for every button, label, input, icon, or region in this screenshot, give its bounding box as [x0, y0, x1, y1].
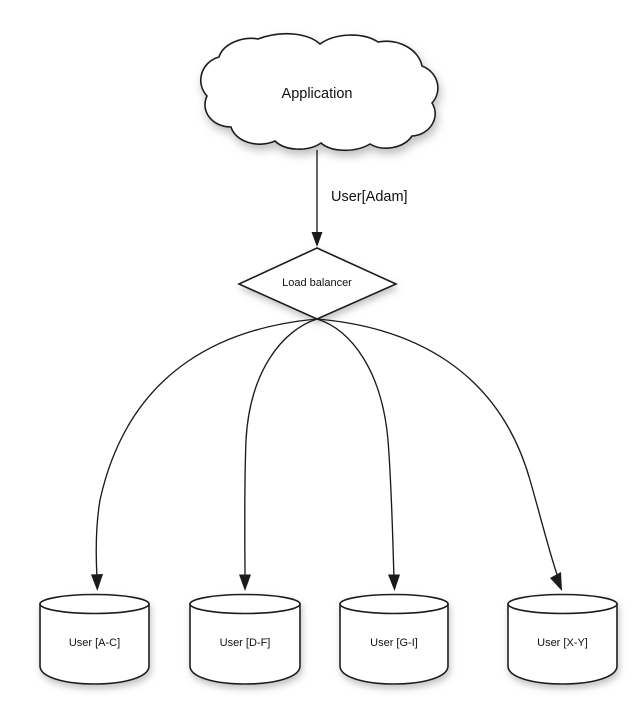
edge-label-user-adam: User[Adam]	[331, 189, 408, 205]
node-load-balancer[interactable]: Load balancer	[237, 247, 398, 320]
node-database-1[interactable]: User [D-F]	[189, 593, 301, 685]
diamond-label: Load balancer	[282, 277, 352, 289]
node-database-0[interactable]: User [A-C]	[39, 593, 150, 685]
edge-balancer-to-db-3	[316, 318, 562, 591]
cloud-icon	[199, 32, 439, 152]
arrow-head-icon	[550, 572, 562, 591]
database-icon	[39, 593, 150, 685]
edge-application-to-balancer: User[Adam]	[311, 150, 408, 247]
node-database-2[interactable]: User [G-I]	[339, 593, 449, 685]
database-label: User [A-C]	[69, 637, 120, 649]
edge-curve	[316, 318, 559, 578]
database-label: User [X-Y]	[537, 637, 588, 649]
arrow-head-icon	[239, 574, 251, 591]
edge-balancer-to-db-2	[316, 318, 400, 591]
node-application-cloud[interactable]: Application	[199, 32, 439, 152]
edge-curve	[244, 318, 318, 579]
database-icon	[189, 593, 301, 685]
cloud-label: Application	[282, 86, 353, 102]
database-label: User [G-I]	[370, 637, 418, 649]
edge-curve	[316, 318, 395, 579]
edge-balancer-to-db-1	[239, 318, 318, 591]
arrow-head-icon	[91, 574, 103, 591]
node-database-3[interactable]: User [X-Y]	[507, 593, 618, 685]
database-icon	[507, 593, 618, 685]
database-label: User [D-F]	[220, 637, 271, 649]
edge-curve	[95, 318, 318, 579]
database-icon	[339, 593, 449, 685]
arrow-head-icon	[311, 232, 323, 247]
edge-balancer-to-db-0	[91, 318, 318, 591]
arrow-head-icon	[388, 574, 400, 591]
